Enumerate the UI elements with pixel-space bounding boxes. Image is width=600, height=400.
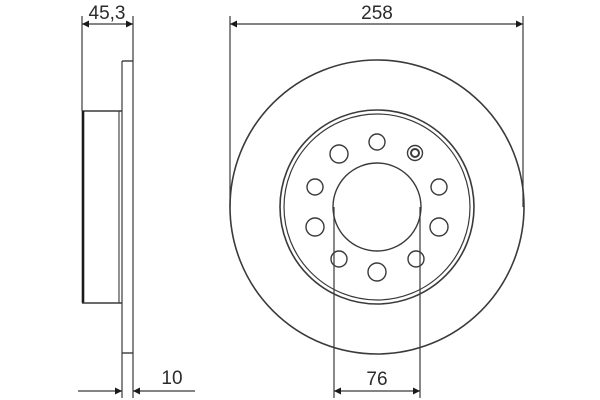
- bolt-hole: [407, 250, 425, 268]
- dimension-label-76: 76: [366, 369, 387, 390]
- front-view: 258 76: [229, 3, 525, 398]
- bolt-hole: [329, 144, 349, 164]
- dimension-outer-diameter: 258: [229, 3, 524, 207]
- bolt-hole: [429, 217, 449, 237]
- hat-outer-circle: [279, 109, 475, 305]
- outer-disc-circle: [229, 59, 525, 355]
- bolt-holes: [305, 133, 449, 282]
- bolt-hole: [305, 217, 325, 237]
- dimension-label-258: 258: [361, 3, 393, 24]
- disc-plate: [121, 16, 134, 398]
- dimension-total-height: 45,3: [82, 3, 133, 28]
- bolt-hole: [306, 178, 324, 196]
- hat-section: [81, 16, 122, 304]
- hat-inner-circle: [283, 113, 471, 301]
- dimension-disc-thickness: 10: [78, 368, 195, 395]
- dimension-label-10: 10: [161, 368, 182, 389]
- dimension-center-bore: 76: [333, 207, 421, 398]
- bolt-hole: [330, 250, 348, 268]
- bolt-hole: [367, 262, 387, 282]
- bolt-hole: [368, 133, 386, 151]
- dimension-label-45-3: 45,3: [89, 3, 126, 24]
- marked-bolt-hole: [406, 144, 424, 162]
- side-view: 45,3 10: [78, 3, 195, 398]
- bolt-hole: [430, 178, 448, 196]
- center-bore-circle: [332, 162, 422, 252]
